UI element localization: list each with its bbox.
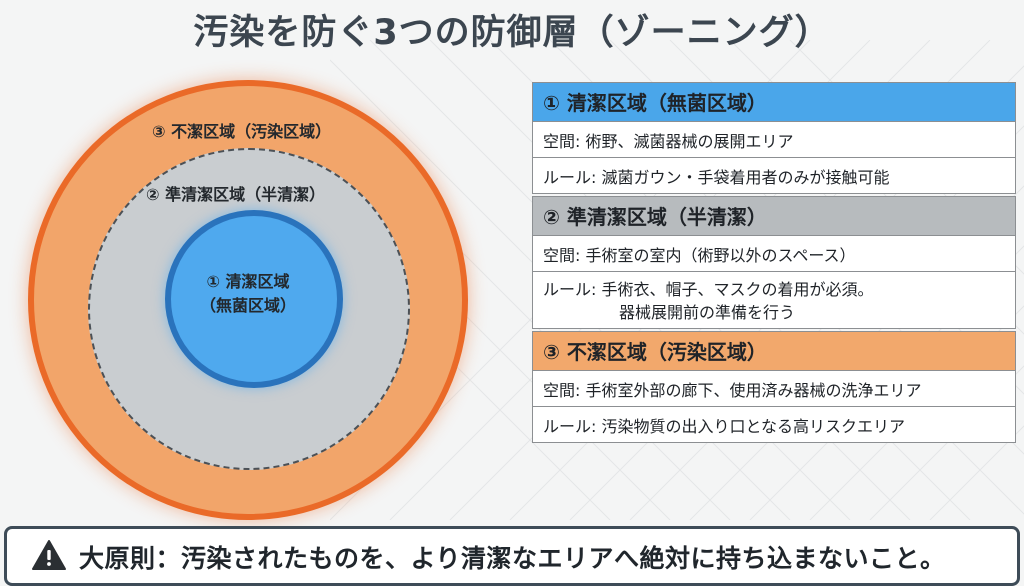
zoning-diagram <box>28 80 468 520</box>
clean-zone-circle <box>165 210 343 388</box>
zone-space-semi-clean: 空間: 手術室の室内（術野以外のスペース） <box>532 236 1016 272</box>
zone-header-dirty: ③ 不潔区域（汚染区域） <box>532 331 1016 371</box>
zone-space-clean: 空間: 術野、滅菌器械の展開エリア <box>532 122 1016 158</box>
clean-zone-label-line2: （無菌区域） <box>199 296 296 315</box>
page-title: 汚染を防ぐ3つの防御層（ゾーニング） <box>193 13 831 53</box>
principle-banner: 大原則：汚染されたものを、より清潔なエリアへ絶対に持ち込まないこと。 <box>4 526 1020 586</box>
zone-table: ① 清潔区域（無菌区域） 空間: 術野、滅菌器械の展開エリア ルール: 滅菌ガウ… <box>532 82 1016 443</box>
zone-header-clean: ① 清潔区域（無菌区域） <box>532 82 1016 122</box>
zone-rule-semi-clean-line1: ルール: 手術衣、帽子、マスクの着用が必須。 <box>543 280 874 299</box>
zone-rule-clean: ルール: 滅菌ガウン・手袋着用者のみが接触可能 <box>532 158 1016 194</box>
zone-block-dirty: ③ 不潔区域（汚染区域） 空間: 手術室外部の廊下、使用済み器械の洗浄エリア ル… <box>532 331 1016 443</box>
zone-space-dirty: 空間: 手術室外部の廊下、使用済み器械の洗浄エリア <box>532 371 1016 407</box>
zone-block-semi-clean: ② 準清潔区域（半清潔） 空間: 手術室の室内（術野以外のスペース） ルール: … <box>532 196 1016 329</box>
semi-clean-zone-label: ② 準清潔区域（半清潔） <box>146 185 326 204</box>
principle-text: 大原則：汚染されたものを、より清潔なエリアへ絶対に持ち込まないこと。 <box>79 544 946 573</box>
zone-header-semi-clean: ② 準清潔区域（半清潔） <box>532 196 1016 236</box>
clean-zone-label: ① 清潔区域 （無菌区域） <box>158 270 338 318</box>
zone-rule-semi-clean: ルール: 手術衣、帽子、マスクの着用が必須。 器械展開前の準備を行う <box>532 272 1016 329</box>
clean-zone-label-line1: ① 清潔区域 <box>206 272 290 291</box>
dirty-zone-label: ③ 不潔区域（汚染区域） <box>152 122 332 141</box>
warning-icon <box>32 540 66 570</box>
zone-rule-semi-clean-line2: 器械展開前の準備を行う <box>619 303 796 322</box>
zone-block-clean: ① 清潔区域（無菌区域） 空間: 術野、滅菌器械の展開エリア ルール: 滅菌ガウ… <box>532 82 1016 194</box>
zone-rule-dirty: ルール: 汚染物質の出入り口となる高リスクエリア <box>532 407 1016 443</box>
